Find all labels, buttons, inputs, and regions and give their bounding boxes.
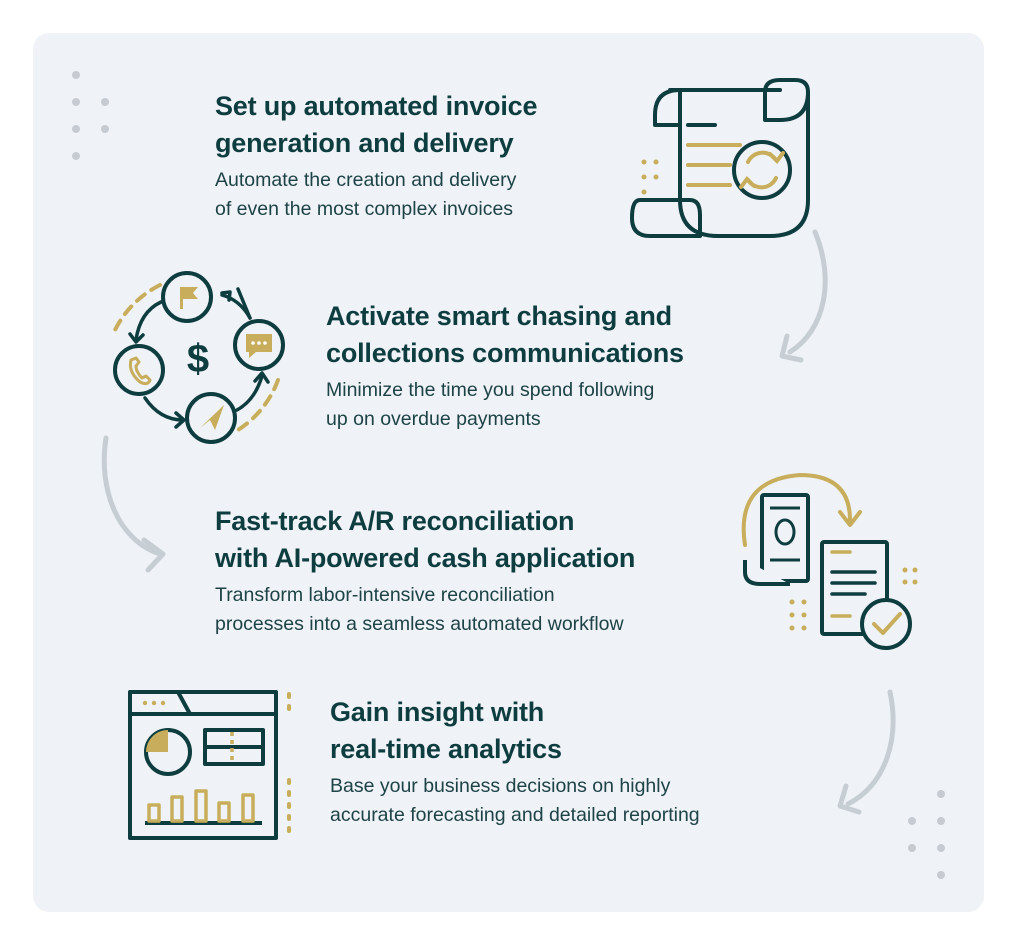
connector-arrow-2 — [101, 435, 166, 573]
step-description: Minimize the time you spend following up… — [326, 379, 655, 430]
dot-grid-bottom-right — [908, 790, 945, 879]
step-smart-chasing: Activate smart chasing and collections c… — [326, 298, 684, 434]
step-ar-reconciliation: Fast-track A/R reconciliation with AI-po… — [215, 503, 635, 639]
step-realtime-analytics: Gain insight with real-time analytics Ba… — [330, 694, 700, 830]
step-title: Gain insight with real-time analytics — [330, 697, 562, 764]
step-automated-invoicing: Set up automated invoice generation and … — [215, 88, 537, 224]
step-title: Set up automated invoice generation and … — [215, 91, 538, 158]
svg-text:$: $ — [187, 337, 209, 381]
step-description: Base your business decisions on highly a… — [330, 775, 700, 826]
infographic-card — [33, 33, 984, 912]
step-title: Fast-track A/R reconciliation with AI-po… — [215, 506, 636, 573]
step-description: Transform labor-intensive reconciliation… — [215, 584, 624, 635]
connector-arrow-1 — [779, 229, 828, 363]
dot-grid-top-left — [72, 71, 109, 160]
step-description: Automate the creation and delivery of ev… — [215, 169, 517, 220]
step-title: Activate smart chasing and collections c… — [326, 301, 684, 368]
connector-arrow-3 — [837, 689, 896, 815]
